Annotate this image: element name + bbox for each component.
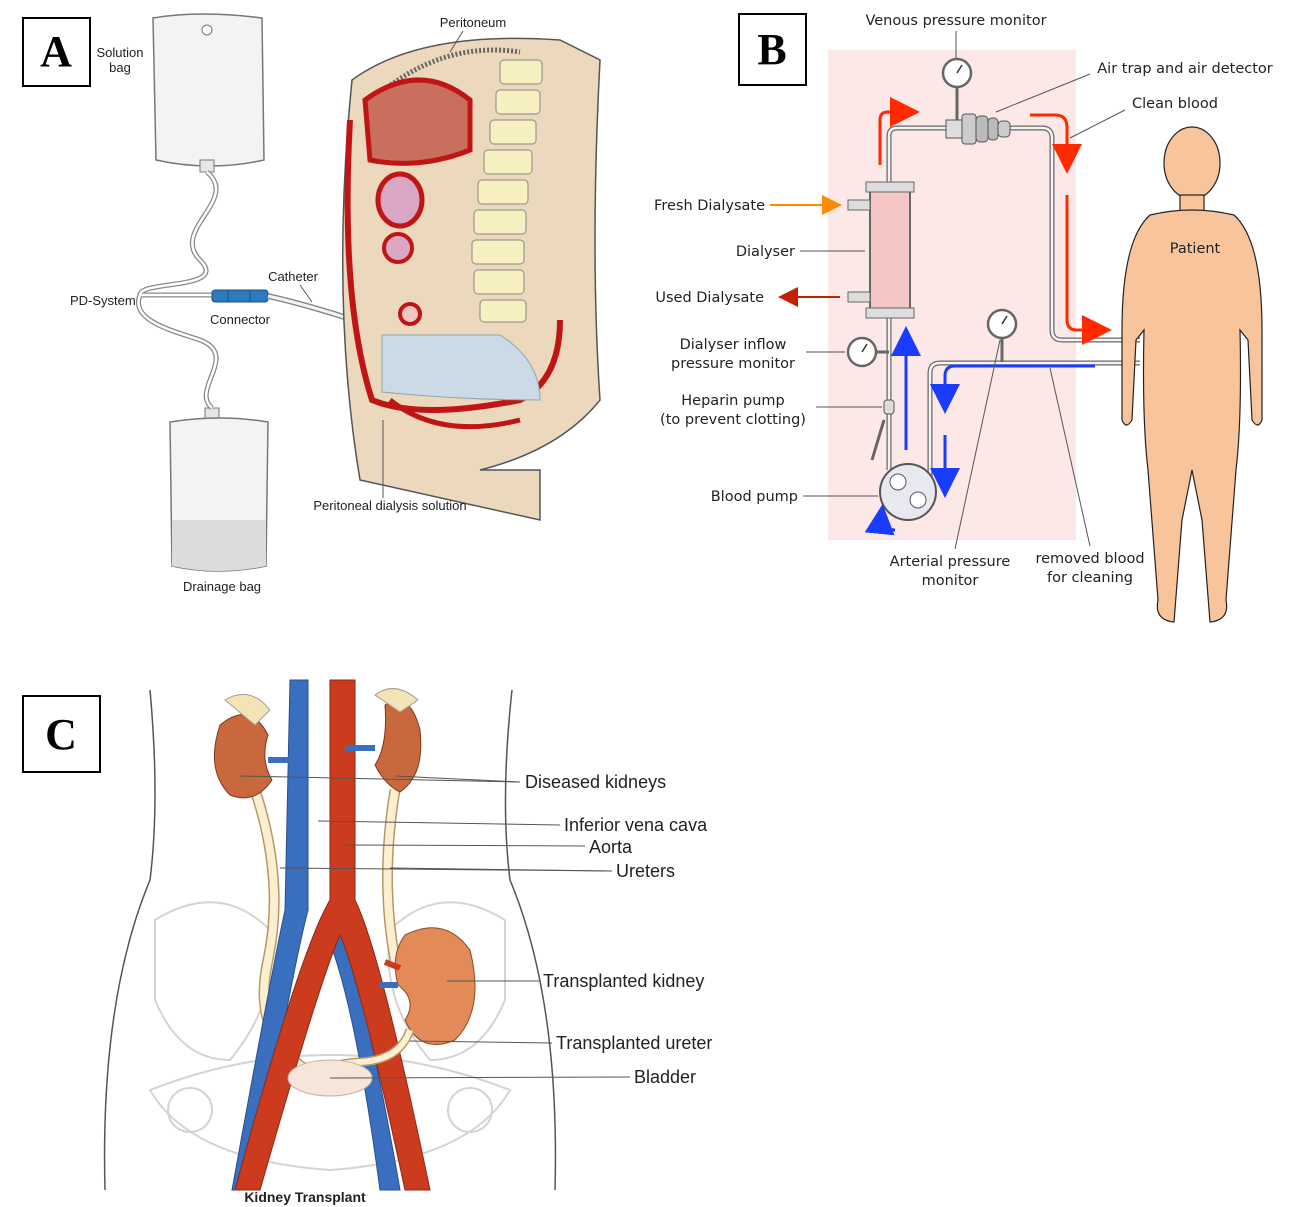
label-ureters: Ureters bbox=[616, 861, 675, 881]
diseased-kidneys bbox=[214, 689, 420, 798]
label-heparin-line1: Heparin pump bbox=[681, 393, 784, 409]
label-removed-line1: removed blood bbox=[1035, 551, 1144, 567]
label-inferior-vena-cava: Inferior vena cava bbox=[564, 815, 708, 835]
label-transplanted-ureter: Transplanted ureter bbox=[556, 1033, 712, 1053]
label-pd-system: PD-System bbox=[70, 293, 136, 308]
panel-b: B bbox=[654, 13, 1273, 622]
label-diseased-kidneys: Diseased kidneys bbox=[525, 772, 666, 792]
panel-c: C bbox=[23, 680, 712, 1205]
solution-bag-illustration bbox=[153, 14, 264, 172]
label-arterial-line1: Arterial pressure bbox=[890, 554, 1011, 570]
label-clean-blood: Clean blood bbox=[1132, 96, 1218, 112]
label-peritoneal-dialysis-solution: Peritoneal dialysis solution bbox=[313, 498, 466, 513]
connector-illustration bbox=[212, 290, 268, 302]
patient-silhouette bbox=[1122, 127, 1262, 622]
label-heparin-line2: (to prevent clotting) bbox=[660, 412, 806, 428]
label-arterial-line2: monitor bbox=[922, 573, 979, 589]
label-peritoneum: Peritoneum bbox=[440, 15, 506, 30]
abdomen-cross-section bbox=[343, 38, 600, 520]
label-solution-bag-line2: bag bbox=[109, 60, 131, 75]
label-inflow-monitor-line2: pressure monitor bbox=[671, 356, 795, 372]
panel-c-letter: C bbox=[45, 710, 77, 759]
label-air-trap: Air trap and air detector bbox=[1097, 61, 1272, 77]
label-solution-bag-line1: Solution bbox=[97, 45, 144, 60]
label-patient: Patient bbox=[1170, 241, 1221, 257]
label-drainage-bag: Drainage bag bbox=[183, 579, 261, 594]
label-bladder: Bladder bbox=[634, 1067, 696, 1087]
drainage-bag-illustration bbox=[170, 408, 268, 571]
label-catheter: Catheter bbox=[268, 269, 319, 284]
label-blood-pump: Blood pump bbox=[711, 489, 798, 505]
panel-a: A bbox=[23, 14, 600, 594]
panel-b-letter: B bbox=[757, 25, 786, 74]
label-venous-pressure-monitor: Venous pressure monitor bbox=[865, 13, 1046, 29]
label-aorta: Aorta bbox=[589, 837, 633, 857]
label-inflow-monitor-line1: Dialyser inflow bbox=[680, 337, 787, 353]
caption-kidney-transplant: Kidney Transplant bbox=[244, 1189, 366, 1205]
label-transplanted-kidney: Transplanted kidney bbox=[543, 971, 704, 991]
label-fresh-dialysate: Fresh Dialysate bbox=[654, 198, 765, 214]
blood-pump-illustration bbox=[880, 464, 936, 520]
label-removed-line2: for cleaning bbox=[1047, 570, 1133, 586]
label-dialyser: Dialyser bbox=[736, 244, 795, 260]
pd-tubing bbox=[138, 172, 216, 408]
label-used-dialysate: Used Dialysate bbox=[655, 290, 764, 306]
label-connector: Connector bbox=[210, 312, 271, 327]
panel-a-letter: A bbox=[40, 27, 72, 76]
